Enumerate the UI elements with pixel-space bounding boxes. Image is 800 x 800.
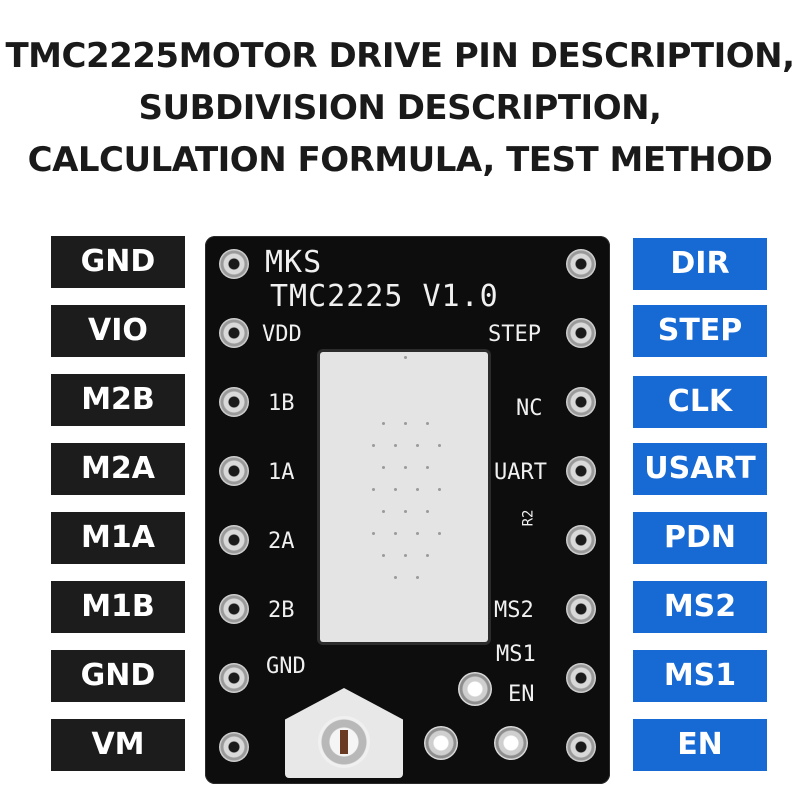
board-brand: MKS (265, 245, 323, 280)
silk-1b: 1B (268, 391, 295, 416)
silk-2b: 2B (268, 598, 295, 623)
silk-uart: UART (494, 460, 547, 485)
via-hole-1 (458, 672, 492, 706)
right-pin-label-step: STEP (633, 305, 767, 357)
left-pad-8 (219, 732, 249, 762)
silk-1a: 1A (268, 460, 295, 485)
left-pin-label-gnd: GND (51, 236, 185, 288)
left-pin-label-m2b: M2B (51, 374, 185, 426)
left-pin-label-gnd-2: GND (51, 650, 185, 702)
left-pin-label-m1a: M1A (51, 512, 185, 564)
left-pin-label-vio: VIO (51, 305, 185, 357)
left-pin-label-m1b: M1B (51, 581, 185, 633)
silk-ms1: MS1 (496, 642, 536, 667)
page-title: TMC2225MOTOR DRIVE PIN DESCRIPTION, SUBD… (0, 30, 800, 186)
left-pad-6 (219, 594, 249, 624)
silk-2a: 2A (268, 529, 295, 554)
left-pad-2 (219, 318, 249, 348)
left-pad-3 (219, 387, 249, 417)
title-line-3: CALCULATION FORMULA, TEST METHOD (27, 140, 773, 180)
title-line-1: TMC2225MOTOR DRIVE PIN DESCRIPTION, (5, 36, 795, 76)
right-pad-2 (566, 318, 596, 348)
right-pin-label-pdn: PDN (633, 512, 767, 564)
via-hole-3 (494, 726, 528, 760)
silk-r2: R2 (520, 509, 537, 527)
right-pad-1 (566, 249, 596, 279)
right-pad-4 (566, 456, 596, 486)
left-pad-1 (219, 249, 249, 279)
right-pad-7 (566, 663, 596, 693)
left-pad-7 (219, 663, 249, 693)
right-pad-6 (566, 594, 596, 624)
left-pin-label-m2a: M2A (51, 443, 185, 495)
silk-ms2: MS2 (494, 598, 534, 623)
right-pad-5 (566, 525, 596, 555)
right-pad-3 (566, 387, 596, 417)
right-pin-label-ms1: MS1 (633, 650, 767, 702)
silk-vdd: VDD (262, 322, 302, 347)
right-pin-label-dir: DIR (633, 238, 767, 290)
right-pin-label-clk: CLK (633, 376, 767, 428)
silk-step: STEP (488, 322, 541, 347)
silk-gnd: GND (266, 654, 306, 679)
via-hole-2 (424, 726, 458, 760)
silk-nc: NC (516, 396, 543, 421)
left-pad-5 (219, 525, 249, 555)
right-pad-8 (566, 732, 596, 762)
potentiometer-slot (340, 730, 348, 754)
right-pin-label-en: EN (633, 719, 767, 771)
title-line-2: SUBDIVISION DESCRIPTION, (138, 88, 662, 128)
right-pin-label-usart: USART (633, 443, 767, 495)
left-pin-label-vm: VM (51, 719, 185, 771)
board-model: TMC2225 V1.0 (270, 279, 499, 314)
left-pad-4 (219, 456, 249, 486)
heatsink (320, 352, 488, 642)
right-pin-label-ms2: MS2 (633, 581, 767, 633)
silk-en: EN (508, 682, 535, 707)
